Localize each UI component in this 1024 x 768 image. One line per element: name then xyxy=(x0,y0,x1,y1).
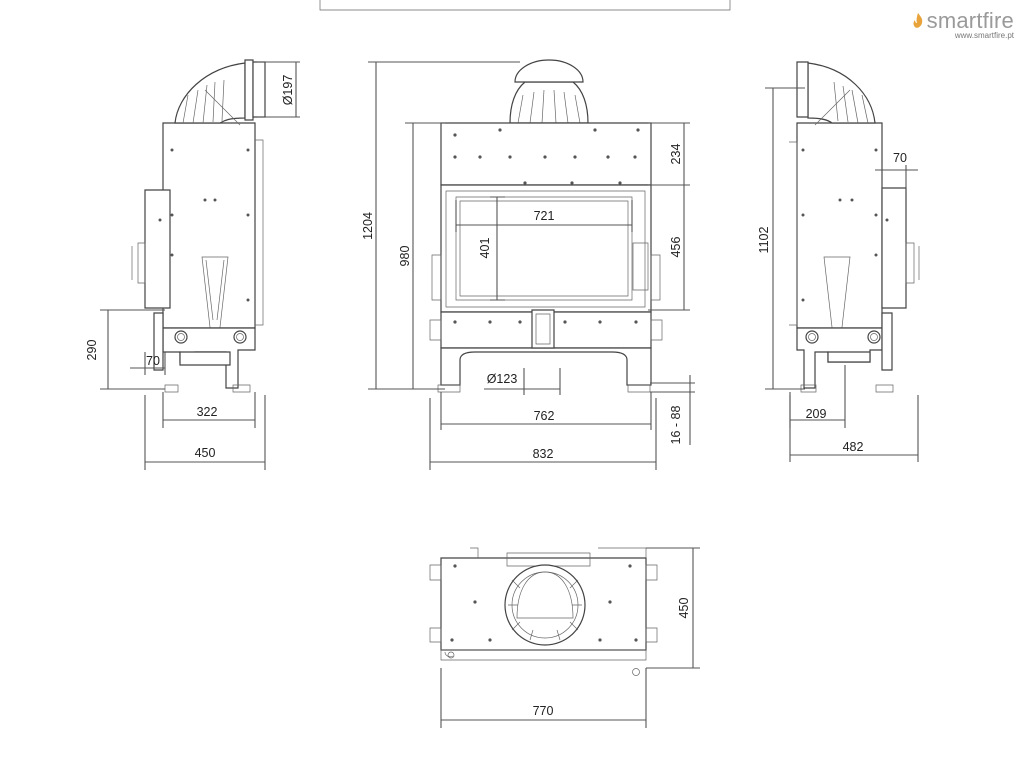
front-inlet-diameter: Ø123 xyxy=(487,372,518,386)
left-base-width: 322 xyxy=(197,405,218,419)
left-height-base: 290 xyxy=(85,340,99,361)
right-depth: 482 xyxy=(843,440,864,454)
front-adjustable-feet: 16 - 88 xyxy=(669,405,683,444)
left-offset: 70 xyxy=(146,354,160,368)
front-top-panel xyxy=(440,122,652,186)
left-side-body xyxy=(162,122,256,329)
front-door xyxy=(440,184,652,313)
left-flue-elbow xyxy=(174,62,246,124)
front-glass-height: 401 xyxy=(478,238,492,259)
right-height: 1102 xyxy=(757,227,771,254)
top-view: 450 770 xyxy=(429,547,700,728)
front-door-height: 456 xyxy=(669,237,683,258)
right-side-panel xyxy=(881,187,907,309)
frame-line xyxy=(319,0,731,11)
top-depth: 450 xyxy=(677,598,691,619)
flame-icon xyxy=(913,13,922,28)
front-view: 1204 980 234 721 401 456 Ø123 762 16 - 8… xyxy=(361,59,695,470)
brand-name: smartfire xyxy=(926,8,1014,33)
top-width: 770 xyxy=(533,704,554,718)
left-depth: 450 xyxy=(195,446,216,460)
right-side-view: 1102 70 209 482 xyxy=(757,61,920,462)
right-offset: 70 xyxy=(893,151,907,165)
front-base-width: 762 xyxy=(534,409,555,423)
left-side-panel xyxy=(144,189,171,309)
front-top-panel-height: 234 xyxy=(669,144,683,165)
brand-url: www.smartfire.pt xyxy=(954,31,1014,40)
front-total-width: 832 xyxy=(533,447,554,461)
top-flue-collar xyxy=(504,564,586,646)
front-body-height: 980 xyxy=(398,246,412,267)
front-total-height: 1204 xyxy=(361,212,375,240)
right-base-width: 209 xyxy=(806,407,827,421)
left-duct-diameter: Ø197 xyxy=(281,75,295,106)
front-glass xyxy=(455,196,633,301)
right-side-body xyxy=(796,122,883,329)
front-glass-width: 721 xyxy=(534,209,555,223)
left-side-view: Ø197 290 70 322 450 xyxy=(85,59,300,470)
front-inlet xyxy=(531,309,555,349)
right-flue-elbow xyxy=(807,62,876,124)
front-base xyxy=(440,347,652,386)
brand-logo: smartfire www.smartfire.pt xyxy=(912,8,1014,40)
